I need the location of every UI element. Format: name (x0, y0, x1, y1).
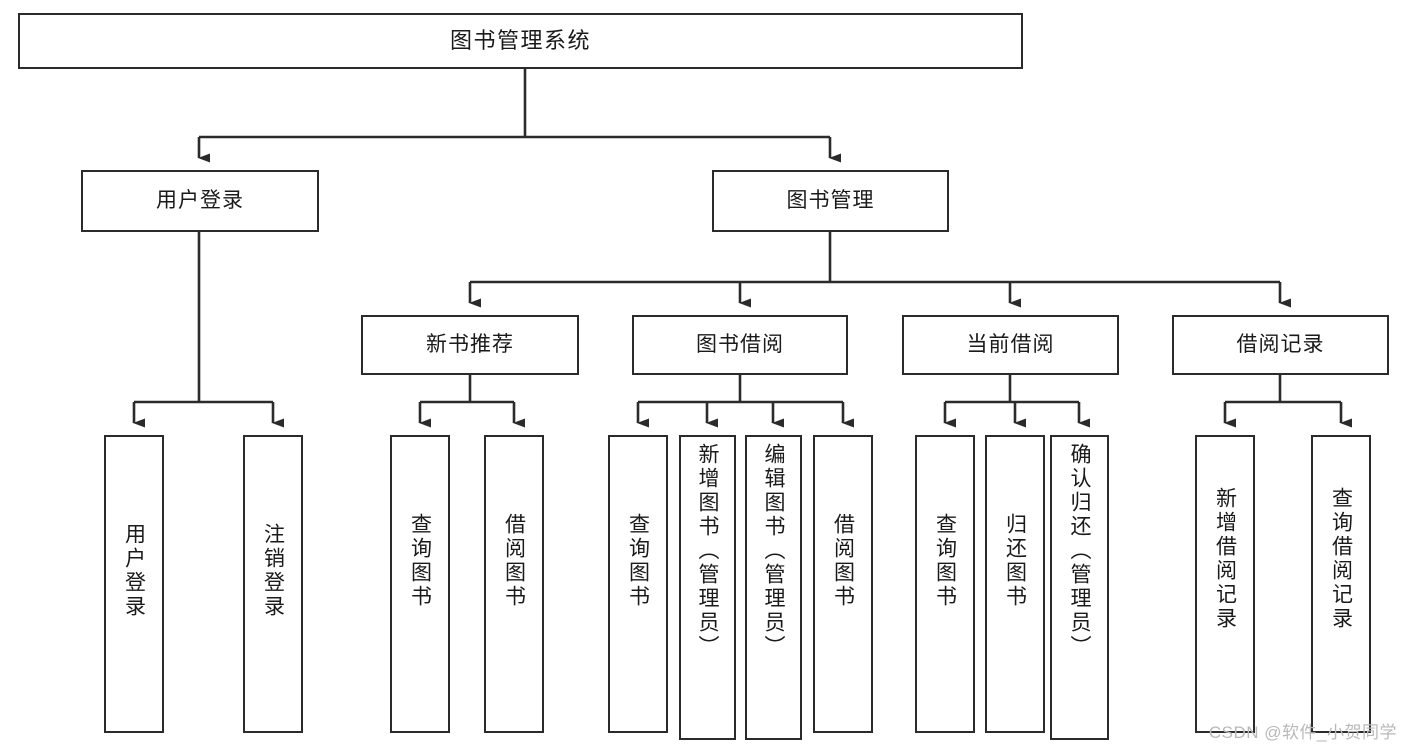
node-leaf-query-book-3[interactable]: 查询图书 (915, 435, 975, 733)
node-leaf-query-book-3-label: 查询图书 (933, 513, 957, 609)
node-user-login-label: 用户登录 (156, 188, 244, 212)
node-new-book-rec[interactable]: 新书推荐 (361, 315, 579, 375)
node-root[interactable]: 图书管理系统 (18, 13, 1023, 69)
node-leaf-return-book-label: 归还图书 (1003, 513, 1027, 609)
node-book-borrow[interactable]: 图书借阅 (632, 315, 848, 375)
node-leaf-add-book-admin-label: 新增图书（管理员） (696, 443, 719, 659)
node-new-book-rec-label: 新书推荐 (426, 332, 514, 356)
node-leaf-borrow-book-1-label: 借阅图书 (502, 513, 526, 609)
node-book-borrow-label: 图书借阅 (696, 332, 784, 356)
node-leaf-edit-book-admin[interactable]: 编辑图书（管理员） (745, 435, 802, 740)
node-leaf-borrow-book-2[interactable]: 借阅图书 (813, 435, 873, 733)
node-book-manage[interactable]: 图书管理 (712, 170, 949, 232)
node-borrow-record-label: 借阅记录 (1236, 332, 1325, 356)
node-leaf-query-borrow-record-label: 查询借阅记录 (1329, 487, 1353, 631)
node-current-borrow-label: 当前借阅 (966, 332, 1055, 356)
node-root-label: 图书管理系统 (449, 28, 591, 54)
node-leaf-confirm-return-admin[interactable]: 确认归还（管理员） (1050, 435, 1109, 740)
node-leaf-return-book[interactable]: 归还图书 (985, 435, 1045, 733)
node-leaf-logout-login-label: 注销登录 (261, 523, 285, 619)
node-leaf-add-book-admin[interactable]: 新增图书（管理员） (679, 435, 736, 740)
node-current-borrow[interactable]: 当前借阅 (902, 315, 1119, 375)
node-leaf-query-borrow-record[interactable]: 查询借阅记录 (1311, 435, 1371, 733)
node-leaf-user-login[interactable]: 用户登录 (104, 435, 164, 733)
node-leaf-add-borrow-record[interactable]: 新增借阅记录 (1195, 435, 1255, 733)
node-leaf-borrow-book-2-label: 借阅图书 (831, 513, 855, 609)
csdn-watermark: CSDN @软件_小贺同学 (1208, 723, 1397, 742)
node-leaf-confirm-return-admin-label: 确认归还（管理员） (1068, 443, 1091, 659)
node-leaf-logout-login[interactable]: 注销登录 (243, 435, 303, 733)
node-borrow-record[interactable]: 借阅记录 (1172, 315, 1389, 375)
node-leaf-edit-book-admin-label: 编辑图书（管理员） (762, 443, 785, 659)
node-leaf-query-book-1[interactable]: 查询图书 (390, 435, 450, 733)
node-leaf-user-login-label: 用户登录 (122, 523, 146, 619)
node-leaf-query-book-2[interactable]: 查询图书 (608, 435, 668, 733)
node-leaf-query-book-1-label: 查询图书 (408, 513, 432, 609)
node-book-manage-label: 图书管理 (786, 188, 875, 212)
node-leaf-borrow-book-1[interactable]: 借阅图书 (484, 435, 544, 733)
node-leaf-add-borrow-record-label: 新增借阅记录 (1213, 487, 1237, 631)
node-user-login[interactable]: 用户登录 (81, 170, 319, 232)
node-leaf-query-book-2-label: 查询图书 (626, 513, 650, 609)
